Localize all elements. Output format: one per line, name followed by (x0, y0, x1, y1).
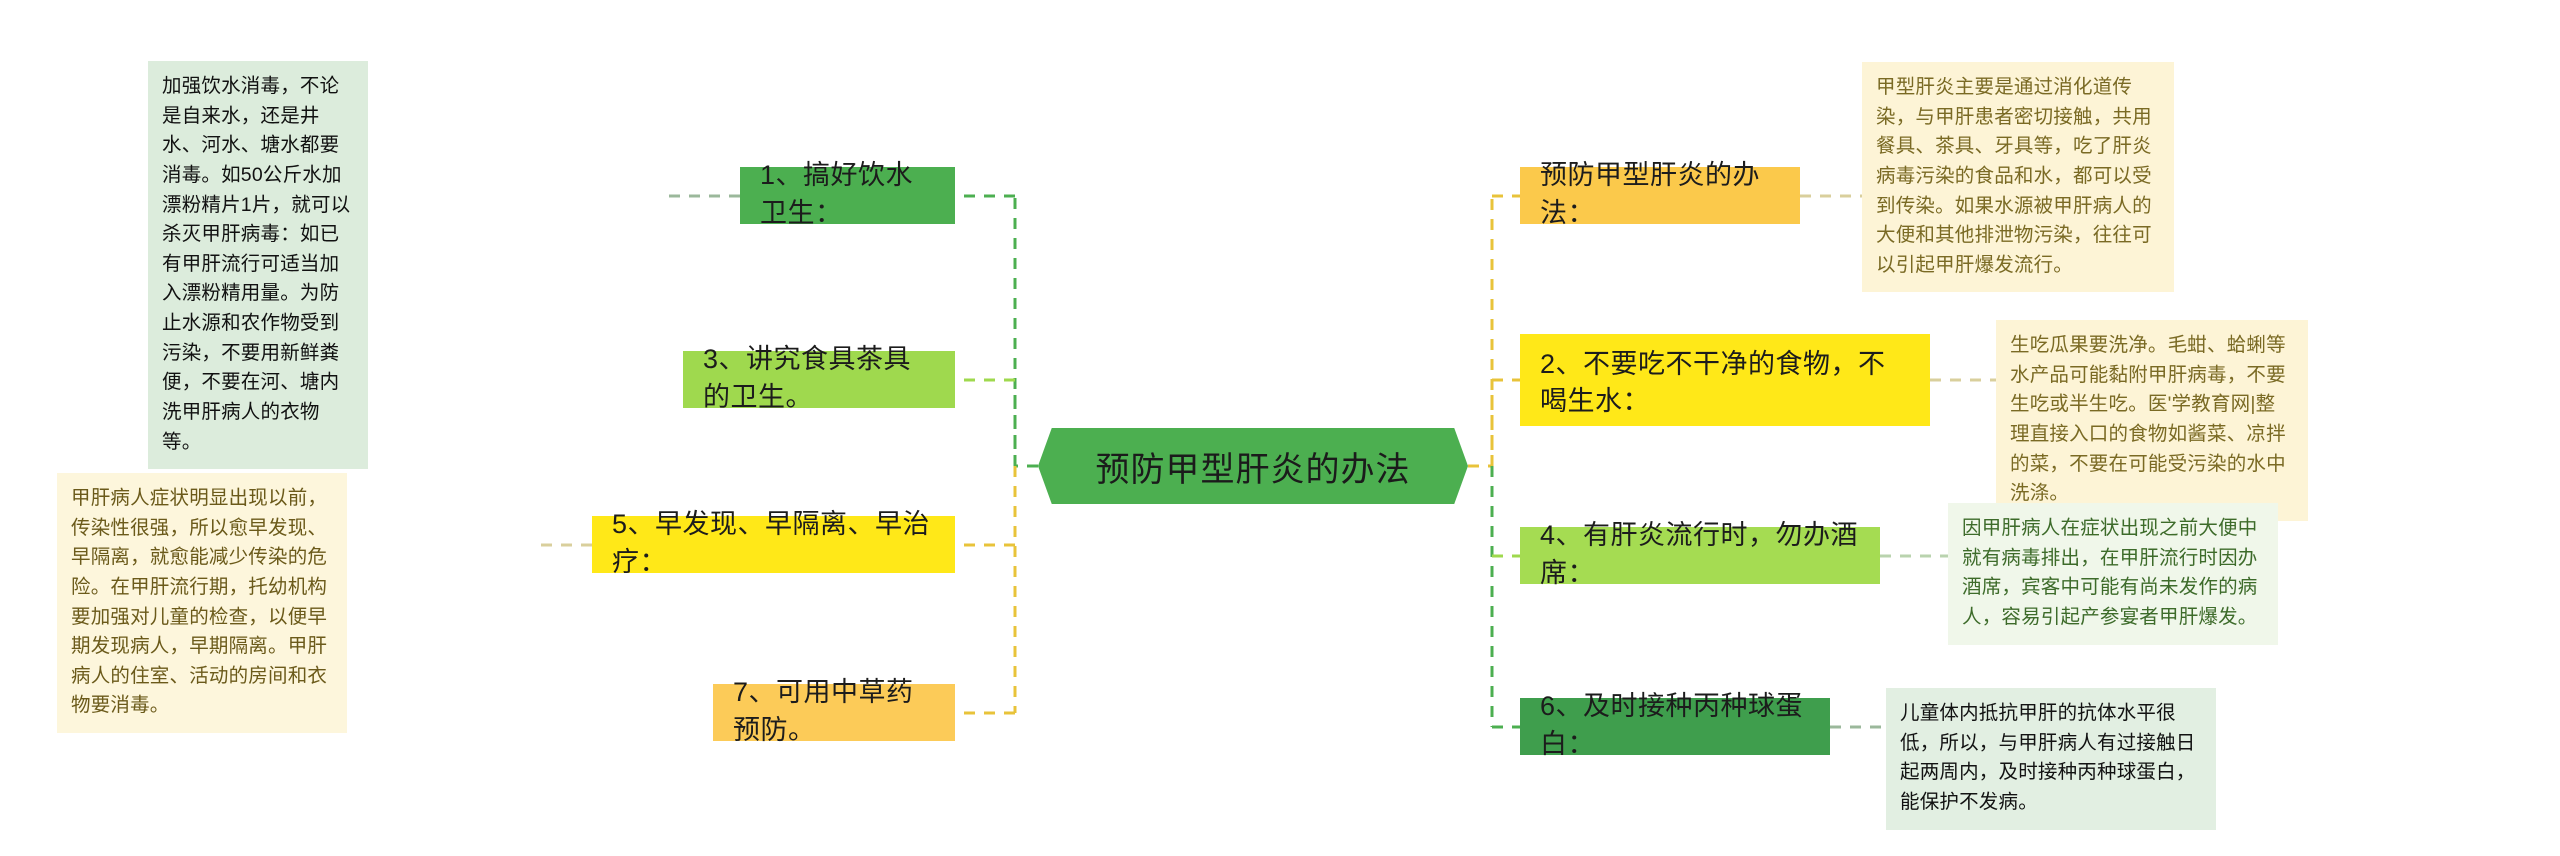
note-branch-6: 儿童体内抵抗甲肝的抗体水平很低，所以，与甲肝病人有过接触日起两周内，及时接种丙种… (1886, 688, 2216, 830)
topic-branch-0-label: 预防甲型肝炎的办法： (1540, 160, 1760, 228)
note-branch-2: 生吃瓜果要洗净。毛蚶、蛤蜊等水产品可能黏附甲肝病毒，不要生吃或半生吃。医'学教育… (1996, 320, 2308, 521)
note-branch-4: 因甲肝病人在症状出现之前大便中就有病毒排出，在甲肝流行时因办酒席，宾客中可能有尚… (1948, 503, 2278, 645)
topic-branch-6-label: 6、及时接种丙种球蛋白： (1540, 691, 1804, 759)
topic-branch-2[interactable]: 2、不要吃不干净的食物，不喝生水： (1520, 334, 1930, 426)
topic-branch-4[interactable]: 4、有肝炎流行时，勿办酒席： (1520, 520, 1880, 588)
note-branch-1: 加强饮水消毒，不论是自来水，还是井水、河水、塘水都要消毒。如50公斤水加漂粉精片… (148, 61, 368, 470)
note-branch-0: 甲型肝炎主要是通过消化道传染，与甲肝患者密切接触，共用餐具、茶具、牙具等，吃了肝… (1862, 62, 2174, 293)
topic-branch-2-label: 2、不要吃不干净的食物，不喝生水： (1540, 349, 1886, 417)
topic-branch-3[interactable]: 3、讲究食具茶具的卫生。 (683, 344, 955, 412)
central-topic-label: 预防甲型肝炎的办法 (1095, 450, 1411, 489)
topic-branch-5[interactable]: 5、早发现、早隔离、早治疗： (592, 509, 955, 577)
topic-branch-1[interactable]: 1、搞好饮水卫生： (740, 160, 955, 228)
topic-branch-7-label: 7、可用中草药预防。 (733, 677, 914, 745)
topic-branch-4-label: 4、有肝炎流行时，勿办酒席： (1540, 520, 1859, 588)
topic-branch-5-label: 5、早发现、早隔离、早治疗： (612, 509, 931, 577)
topic-branch-1-label: 1、搞好饮水卫生： (760, 160, 914, 228)
topic-branch-6[interactable]: 6、及时接种丙种球蛋白： (1520, 691, 1830, 759)
central-topic-node[interactable]: 预防甲型肝炎的办法 (1038, 428, 1468, 504)
note-branch-5: 甲肝病人症状明显出现以前，传染性很强，所以愈早发现、早隔离，就愈能减少传染的危险… (57, 473, 347, 733)
topic-branch-0[interactable]: 预防甲型肝炎的办法： (1520, 160, 1800, 228)
topic-branch-7[interactable]: 7、可用中草药预防。 (713, 677, 955, 745)
topic-branch-3-label: 3、讲究食具茶具的卫生。 (703, 344, 912, 412)
